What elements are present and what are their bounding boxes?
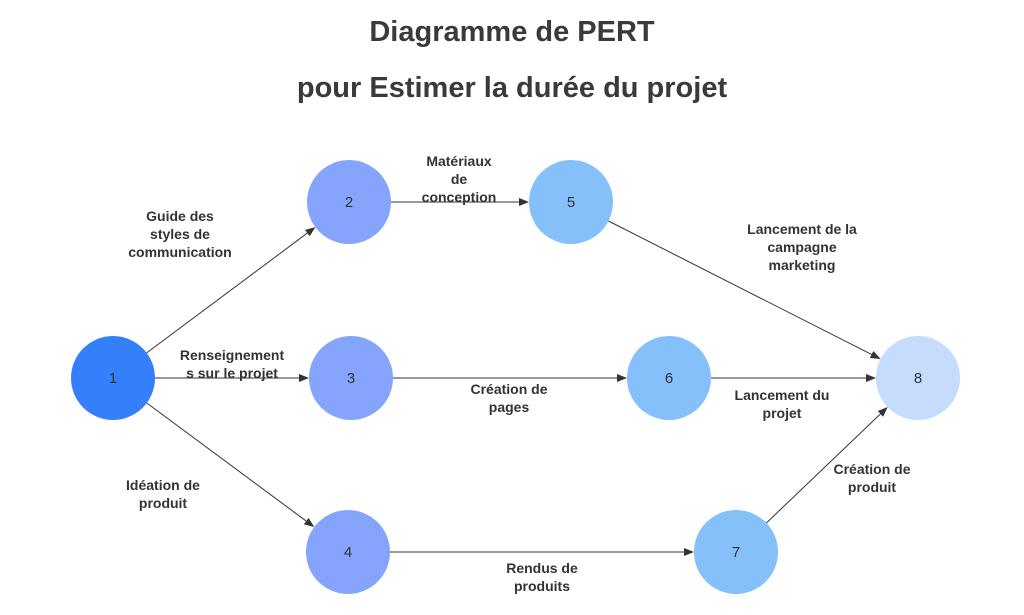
node-circle-3 — [309, 336, 393, 420]
node-label-8: 8 — [914, 370, 922, 387]
node-circle-7 — [694, 510, 778, 594]
edge-label-line: Lancement du — [735, 387, 830, 403]
edge-label-line: pages — [489, 399, 530, 415]
edge-label-7-8: Création de produit — [833, 461, 910, 495]
node-circle-4 — [306, 510, 390, 594]
node-circle-6 — [627, 336, 711, 420]
node-1: 1 — [71, 336, 155, 420]
edge-label-5-8: Lancement de la campagne marketing — [747, 221, 857, 273]
edge-label-3-6: Création de pages — [470, 381, 547, 415]
edge-label-line: conception — [422, 189, 497, 205]
edge-label-line: s sur le projet — [186, 365, 278, 381]
node-7: 7 — [694, 510, 778, 594]
node-circle-1 — [71, 336, 155, 420]
edge-label-line: produit — [139, 495, 188, 511]
diagram-title: Diagramme de PERT — [369, 16, 655, 48]
node-2: 2 — [307, 160, 391, 244]
edge-labels-layer: Guide des styles de communicationRenseigne… — [126, 153, 911, 594]
edge-7-8 — [766, 407, 888, 524]
node-label-2: 2 — [345, 194, 353, 211]
edge-label-line: Création de — [833, 461, 910, 477]
node-3: 3 — [309, 336, 393, 420]
node-label-1: 1 — [109, 370, 117, 387]
edge-label-line: campagne — [767, 239, 836, 255]
edge-label-6-8: Lancement du projet — [735, 387, 830, 421]
edge-5-8 — [608, 220, 881, 360]
edge-label-1-4: Idéation de produit — [126, 477, 200, 511]
edge-label-line: communication — [128, 244, 231, 260]
edge-label-line: produits — [514, 578, 570, 594]
edge-label-4-7: Rendus de produits — [506, 560, 578, 594]
node-8: 8 — [876, 336, 960, 420]
node-6: 6 — [627, 336, 711, 420]
node-circle-8 — [876, 336, 960, 420]
edge-label-1-3: Renseignement s sur le projet — [180, 347, 285, 381]
nodes-layer: 1 2 3 4 5 6 7 8 — [71, 160, 960, 594]
diagram-subtitle: pour Estimer la durée du projet — [296, 72, 728, 104]
edge-label-line: Guide des — [146, 208, 214, 224]
node-5: 5 — [529, 160, 613, 244]
edge-label-line: Renseignement — [180, 347, 285, 363]
edge-label-line: styles de — [150, 226, 210, 242]
edge-label-line: Création de — [470, 381, 547, 397]
node-label-7: 7 — [732, 544, 740, 561]
edge-1-2 — [146, 227, 316, 354]
node-circle-2 — [307, 160, 391, 244]
edge-label-line: Idéation de — [126, 477, 200, 493]
node-label-3: 3 — [347, 370, 355, 387]
edge-label-line: projet — [763, 405, 802, 421]
edge-label-line: Lancement de la — [747, 221, 857, 237]
node-circle-5 — [529, 160, 613, 244]
edge-label-line: produit — [848, 479, 897, 495]
node-label-6: 6 — [665, 370, 673, 387]
edge-label-1-2: Guide des styles de communication — [128, 208, 231, 260]
edges-layer — [146, 198, 888, 556]
edge-label-line: Rendus de — [506, 560, 578, 576]
edge-label-line: marketing — [769, 257, 836, 273]
node-label-4: 4 — [344, 544, 352, 561]
edge-1-4 — [146, 402, 315, 528]
edge-label-line: Matériaux — [426, 153, 492, 169]
edge-label-2-5: Matériaux de conception — [422, 153, 497, 205]
node-label-5: 5 — [567, 194, 575, 211]
node-4: 4 — [306, 510, 390, 594]
edge-label-line: de — [451, 171, 468, 187]
